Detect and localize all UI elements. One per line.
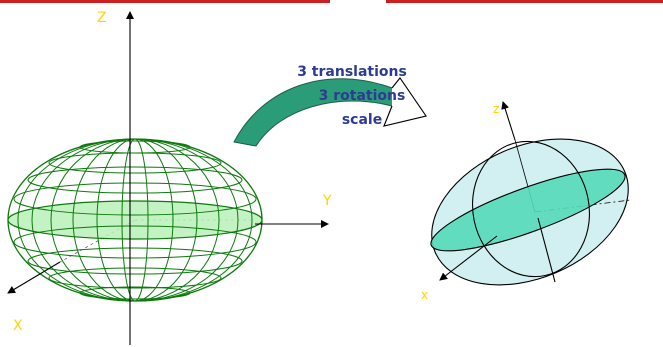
x-axis [7,261,61,294]
equator-disk [7,200,263,240]
z-axis-label: Z [97,10,107,26]
caption-line-1: 3 translations [297,64,407,80]
z-axis-right-lower [537,217,556,283]
caption-line-2: 3 rotations [319,88,406,104]
left-sphere: Z Y X [7,10,332,345]
x-axis-right [439,235,498,281]
x-axis-label: X [13,318,23,334]
ellipsoid-disk [430,168,626,252]
right-x-axis-label: x [421,288,428,302]
transform-arrow: 3 translations 3 rotations scale [233,64,427,147]
top-bar-right [386,0,663,3]
ellipsoid-meridian [471,140,591,278]
meridian-lines [17,138,253,302]
y-axis-label: Y [322,193,332,209]
latitude-lines [13,140,257,300]
caption-line-3: scale [342,112,382,128]
right-ellipsoid: z x [421,101,631,302]
top-bar-left [0,0,330,3]
arrowhead-outline-icon [383,77,427,127]
right-z-axis-label: z [493,102,499,116]
z-axis-right [501,101,516,141]
